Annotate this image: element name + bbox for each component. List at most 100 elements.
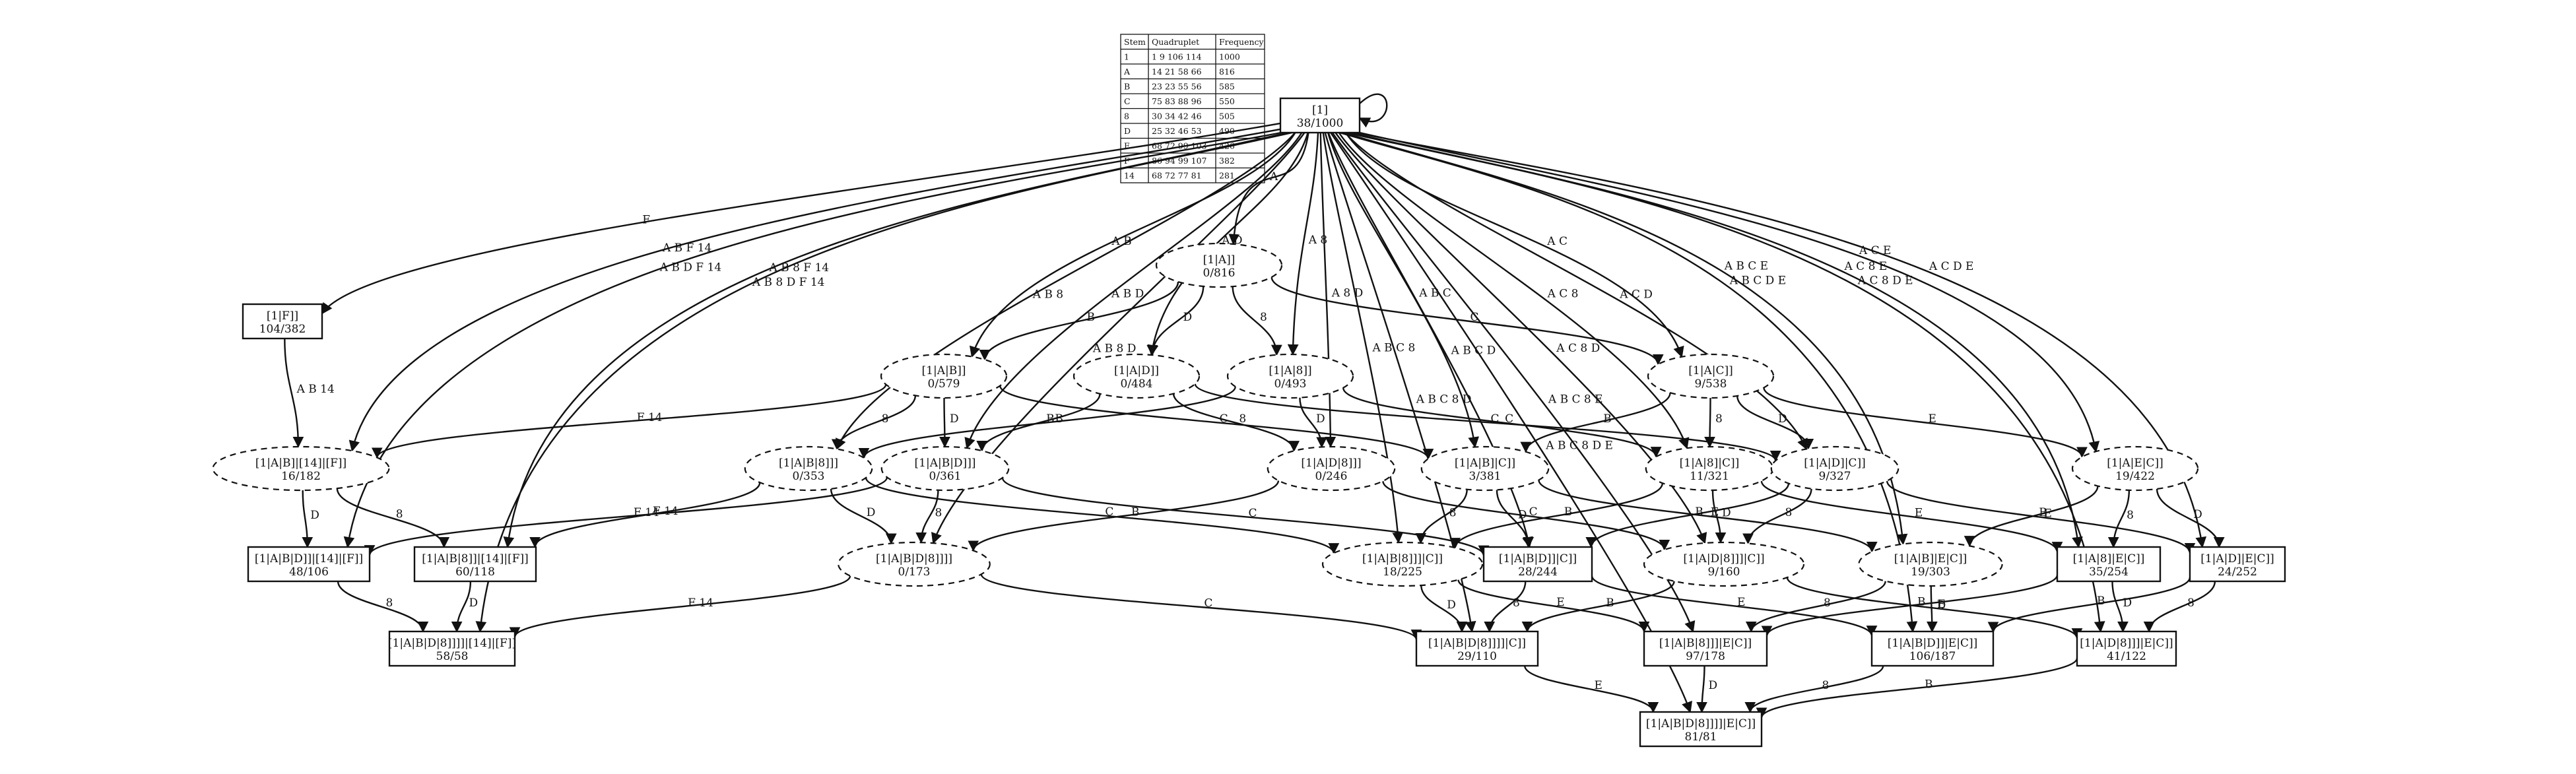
- node-AD8EC[interactable]: [1|A|D|8]]]|E|C]]41/122: [2076, 630, 2177, 667]
- nodes-layer: [1]38/1000 [1|F]]104/382 [1|A]]0/816 [1|A|B…: [212, 97, 2286, 748]
- legend-cell: 1: [1124, 51, 1129, 61]
- legend-cell: 30 34 42 46: [1152, 111, 1202, 121]
- edge-ADC-to-ADEC: [1886, 480, 2196, 554]
- edge-label: A B 8 D: [1092, 342, 1136, 355]
- edge-label: 8: [882, 412, 889, 426]
- node-label: [1|A|D]]: [1114, 364, 1159, 377]
- edge-AB8EC-to-ABD8EC: [1696, 665, 1707, 713]
- node-ABD8[interactable]: [1|A|B|D|8]]]]0/173: [838, 541, 991, 587]
- legend-cell: 25 32 46 53: [1152, 126, 1202, 136]
- node-ABD814F[interactable]: [1|A|B|D|8]]]]|[14]|[F]]58/58: [388, 630, 516, 667]
- node-ellipse: [1321, 541, 1484, 587]
- edge-label: C: [1249, 507, 1257, 520]
- node-box: [1639, 711, 1763, 748]
- legend-cell: 23 23 55 56: [1152, 81, 1202, 91]
- edge-label: B: [2097, 595, 2105, 608]
- node-box: [388, 630, 516, 667]
- edge-ABC-to-AB8C: [1415, 489, 1468, 544]
- node-ellipse: [880, 353, 1008, 399]
- edge-A8-to-A8C: [1342, 387, 1662, 458]
- node-ABD[interactable]: [1|A|B|D]]]0/361: [880, 445, 1010, 492]
- edge-label: B: [1695, 505, 1703, 519]
- node-value: 29/110: [1457, 650, 1497, 663]
- node-value: 18/225: [1383, 565, 1422, 579]
- node-ABD8EC[interactable]: [1|A|B|D|8]]]]|E|C]]81/81: [1639, 711, 1763, 748]
- node-AEC[interactable]: [1|A|E|C]]19/422: [2071, 445, 2199, 492]
- node-ABDC[interactable]: [1|A|B|D]]|C]]28/244: [1482, 546, 1593, 583]
- node-AD8C[interactable]: [1|A|D|8]]]|C]]9/160: [1643, 541, 1805, 587]
- edge-label: A C 8 E: [1844, 260, 1888, 273]
- edge-label: A B C 8 D E: [1545, 439, 1613, 452]
- node-A8[interactable]: [1|A|8]]0/493: [1226, 353, 1354, 399]
- edge-ABC-to-ABEC: [1538, 480, 1878, 553]
- edge-ABEC-to-AB8EC: [1745, 581, 1886, 633]
- legend-cell: 585: [1219, 81, 1235, 91]
- node-AB[interactable]: [1|A|B]]0/579: [880, 353, 1008, 399]
- edge-A8EC-to-AD8EC: [2111, 581, 2129, 633]
- node-value: 0/246: [1315, 470, 1348, 483]
- edge-label: E: [1929, 412, 1936, 426]
- node-ABD14F[interactable]: [1|A|B|D]]|[14]|[F]]48/106: [247, 546, 371, 583]
- edge-root-to-AEC: [1359, 131, 2100, 453]
- node-label: [1|A|B]|C]]: [1455, 457, 1515, 470]
- node-AB8C[interactable]: [1|A|B|8]]]|C]]18/225: [1321, 541, 1484, 587]
- node-root[interactable]: [1]38/1000: [1279, 97, 1361, 134]
- node-AD[interactable]: [1|A|D]]0/484: [1073, 353, 1201, 399]
- legend-cell: 382: [1219, 156, 1235, 166]
- edge-label: A C D E: [1929, 260, 1974, 273]
- node-ABDEC[interactable]: [1|A|B|D]]|E|C]]106/187: [1870, 630, 1995, 667]
- edge-root-to-AB814F: [503, 131, 1288, 548]
- node-value: 0/353: [793, 470, 825, 483]
- legend-cell: D: [1124, 126, 1131, 136]
- node-value: 9/538: [1695, 377, 1727, 391]
- edge-label: 8: [1239, 412, 1246, 426]
- node-box: [2189, 546, 2286, 583]
- node-AB8EC[interactable]: [1|A|B|8]]]|E|C]]97/178: [1643, 630, 1768, 667]
- node-label: [1|A|B|D|8]]]]|C]]: [1428, 637, 1526, 650]
- edge-label: B: [1087, 311, 1096, 324]
- edge-AB-to-ABC: [999, 385, 1434, 460]
- edge-label: D: [1778, 412, 1787, 426]
- node-value: 60/118: [455, 565, 495, 579]
- legend-cell: 505: [1219, 111, 1235, 121]
- node-ABD8C[interactable]: [1|A|B|D|8]]]]|C]]29/110: [1415, 630, 1539, 667]
- edge-label: B: [1131, 505, 1140, 519]
- node-label: [1|A|B|8]]]|E|C]]: [1659, 637, 1752, 650]
- node-AC[interactable]: [1|A|C]]9/538: [1647, 353, 1775, 399]
- node-ellipse: [1770, 445, 1899, 492]
- edge-label: D: [1183, 311, 1193, 324]
- node-ABEC[interactable]: [1|A|B]|E|C]]19/303: [1858, 541, 2003, 587]
- edge-root-to-ABDC: [1327, 132, 1533, 548]
- node-A[interactable]: [1|A]]0/816: [1155, 242, 1283, 288]
- node-A8C[interactable]: [1|A|8]|C]]11/321: [1645, 445, 1774, 492]
- legend-cell: 68 72 77 81: [1152, 170, 1202, 180]
- edge-A8C-to-AD8C: [1711, 490, 1727, 544]
- legend-cell: B: [1124, 81, 1130, 91]
- node-A8EC[interactable]: [1|A|8]|E|C]]35/254: [2056, 546, 2162, 583]
- edge-root-to-ABD: [964, 132, 1303, 449]
- edge-label: A C 8 D E: [1857, 274, 1913, 287]
- node-value: 3/381: [1469, 470, 1502, 483]
- edge-label: D: [1709, 679, 1718, 692]
- edge-label: C: [1105, 505, 1113, 519]
- node-box: [247, 546, 371, 583]
- edge-A-to-AC: [1271, 276, 1664, 366]
- edge-label: D: [1316, 412, 1325, 426]
- node-AB14F[interactable]: [1|A|B]|[14]|[F]]16/182: [212, 445, 390, 492]
- node-value: 97/178: [1686, 650, 1725, 663]
- edge-label: E: [1595, 679, 1602, 692]
- edge-label: A: [1269, 170, 1278, 183]
- node-ellipse: [880, 445, 1010, 492]
- node-AB814F[interactable]: [1|A|B|8]]|[14]|[F]]60/118: [413, 546, 537, 583]
- node-label: [1|A|8]|C]]: [1680, 457, 1740, 470]
- node-ADC[interactable]: [1|A|D]|C]]9/327: [1770, 445, 1899, 492]
- node-AB8[interactable]: [1|A|B|8]]]0/353: [744, 445, 873, 492]
- node-ADEC[interactable]: [1|A|D]|E|C]]24/252: [2189, 546, 2286, 583]
- node-AD8[interactable]: [1|A|D|8]]]0/246: [1267, 445, 1396, 492]
- legend-cell: 816: [1219, 67, 1235, 77]
- node-value: 58/58: [436, 650, 469, 663]
- edge-label: D: [950, 412, 959, 426]
- node-ABC[interactable]: [1|A|B]|C]]3/381: [1420, 445, 1550, 492]
- node-F[interactable]: [1|F]]104/382: [242, 303, 323, 340]
